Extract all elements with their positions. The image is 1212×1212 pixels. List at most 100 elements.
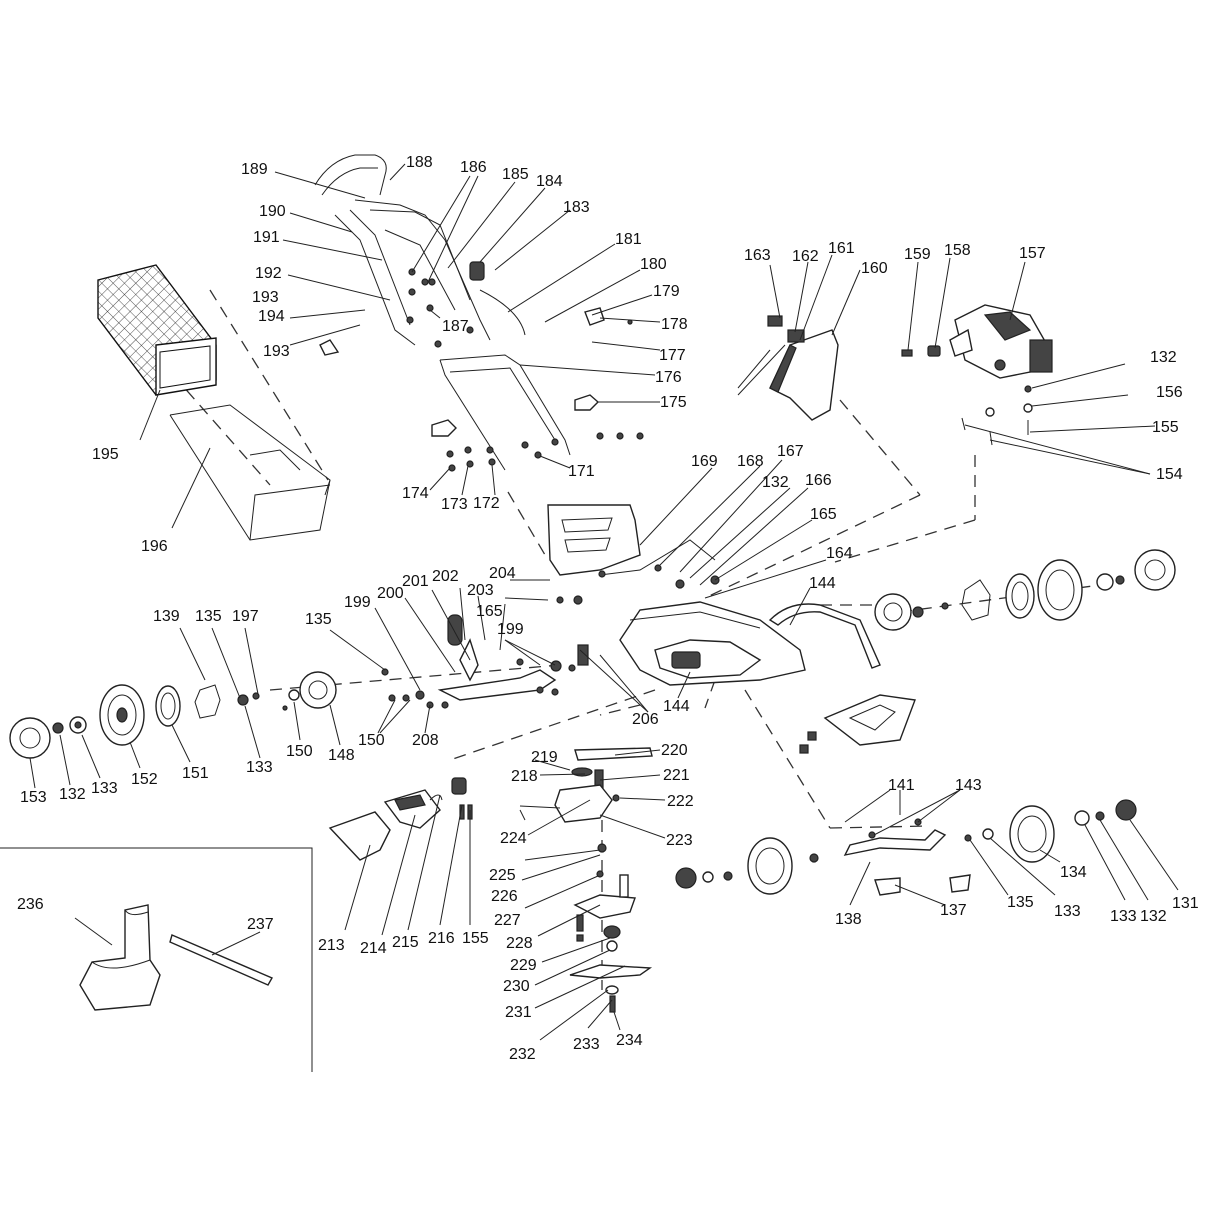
label-151: 151 xyxy=(182,765,209,782)
label-215: 215 xyxy=(392,934,419,951)
label-167: 167 xyxy=(777,443,804,460)
mower-deck xyxy=(619,601,806,686)
label-197: 197 xyxy=(232,608,259,625)
label-173: 173 xyxy=(441,496,468,513)
label-216: 216 xyxy=(428,930,455,947)
label-169: 169 xyxy=(691,453,718,470)
label-178: 178 xyxy=(661,316,688,333)
part-158 xyxy=(927,345,941,357)
label-133-front: 133 xyxy=(1054,903,1081,920)
label-150-mid: 150 xyxy=(286,743,313,760)
label-133-left: 133 xyxy=(246,759,273,776)
label-202: 202 xyxy=(432,568,459,585)
label-171: 171 xyxy=(568,463,595,480)
rear-axle-assembly xyxy=(381,614,589,709)
label-213: 213 xyxy=(318,937,345,954)
label-180: 180 xyxy=(640,256,667,273)
grass-bag-195 xyxy=(97,264,217,396)
label-143: 143 xyxy=(955,777,982,794)
label-156: 156 xyxy=(1156,384,1183,401)
label-232: 232 xyxy=(509,1046,536,1063)
label-166: 166 xyxy=(805,472,832,489)
label-175: 175 xyxy=(660,394,687,411)
label-144-bar: 144 xyxy=(809,575,836,592)
label-218: 218 xyxy=(511,768,538,785)
label-138: 138 xyxy=(835,911,862,928)
rear-bracket-169 xyxy=(547,504,716,576)
engine-157 xyxy=(949,304,1053,379)
bracket-179 xyxy=(319,339,340,356)
label-223: 223 xyxy=(666,832,693,849)
label-193-lower: 193 xyxy=(263,343,290,360)
label-188: 188 xyxy=(406,154,433,171)
label-194: 194 xyxy=(258,308,285,325)
blade-assembly xyxy=(569,843,653,1013)
label-219: 219 xyxy=(531,749,558,766)
label-204: 204 xyxy=(489,565,516,582)
handle-knob-175-right xyxy=(574,394,600,411)
label-201: 201 xyxy=(402,573,429,590)
label-158: 158 xyxy=(944,242,971,259)
label-199-lower: 199 xyxy=(497,621,524,638)
label-214: 214 xyxy=(360,940,387,957)
label-176: 176 xyxy=(655,369,682,386)
label-165-bracket: 165 xyxy=(810,506,837,523)
label-144-deck: 144 xyxy=(663,698,690,715)
label-162: 162 xyxy=(792,248,819,265)
label-155-chute: 155 xyxy=(462,930,489,947)
label-164: 164 xyxy=(826,545,853,562)
callout-labels: 189 188 186 185 184 183 190 191 181 180 … xyxy=(17,154,1199,1063)
side-discharge-213 xyxy=(328,777,473,861)
label-196: 196 xyxy=(141,538,168,555)
throttle-cable xyxy=(479,289,526,336)
label-148: 148 xyxy=(328,747,355,764)
label-187: 187 xyxy=(442,318,469,335)
label-163: 163 xyxy=(744,247,771,264)
label-186: 186 xyxy=(460,159,487,176)
label-165-axle: 165 xyxy=(476,603,503,620)
label-203: 203 xyxy=(467,582,494,599)
label-199-upper: 199 xyxy=(344,594,371,611)
label-193-upper: 193 xyxy=(252,289,279,306)
label-135-left: 135 xyxy=(195,608,222,625)
rear-guard-160 xyxy=(769,329,839,421)
label-133-front-outer: 133 xyxy=(1110,908,1137,925)
label-231: 231 xyxy=(505,1004,532,1021)
label-189: 189 xyxy=(241,161,268,178)
label-208: 208 xyxy=(412,732,439,749)
label-177: 177 xyxy=(659,347,686,364)
part-159 xyxy=(901,349,913,357)
upper-handle xyxy=(314,154,491,346)
label-153: 153 xyxy=(20,789,47,806)
front-wheel-parts xyxy=(675,799,1137,896)
label-190: 190 xyxy=(259,203,286,220)
label-141: 141 xyxy=(888,777,915,794)
engine-fasteners xyxy=(961,385,1033,446)
label-137: 137 xyxy=(940,902,967,919)
label-227: 227 xyxy=(494,912,521,929)
label-191: 191 xyxy=(253,229,280,246)
tools-box xyxy=(0,847,313,1072)
label-155-engine: 155 xyxy=(1152,419,1179,436)
label-195: 195 xyxy=(92,446,119,463)
label-132-front: 132 xyxy=(1140,908,1167,925)
label-226: 226 xyxy=(491,888,518,905)
label-230: 230 xyxy=(503,978,530,995)
label-206: 206 xyxy=(632,711,659,728)
label-135-mid: 135 xyxy=(305,611,332,628)
label-224: 224 xyxy=(500,830,527,847)
label-192: 192 xyxy=(255,265,282,282)
label-185: 185 xyxy=(502,166,529,183)
bracket-177 xyxy=(584,307,605,326)
label-174: 174 xyxy=(402,485,429,502)
label-152: 152 xyxy=(131,771,158,788)
label-225: 225 xyxy=(489,867,516,884)
front-bar-144 xyxy=(768,603,881,669)
label-237: 237 xyxy=(247,916,274,933)
label-135-front: 135 xyxy=(1007,894,1034,911)
label-222: 222 xyxy=(667,793,694,810)
label-160: 160 xyxy=(861,260,888,277)
label-139: 139 xyxy=(153,608,180,625)
label-229: 229 xyxy=(510,957,537,974)
